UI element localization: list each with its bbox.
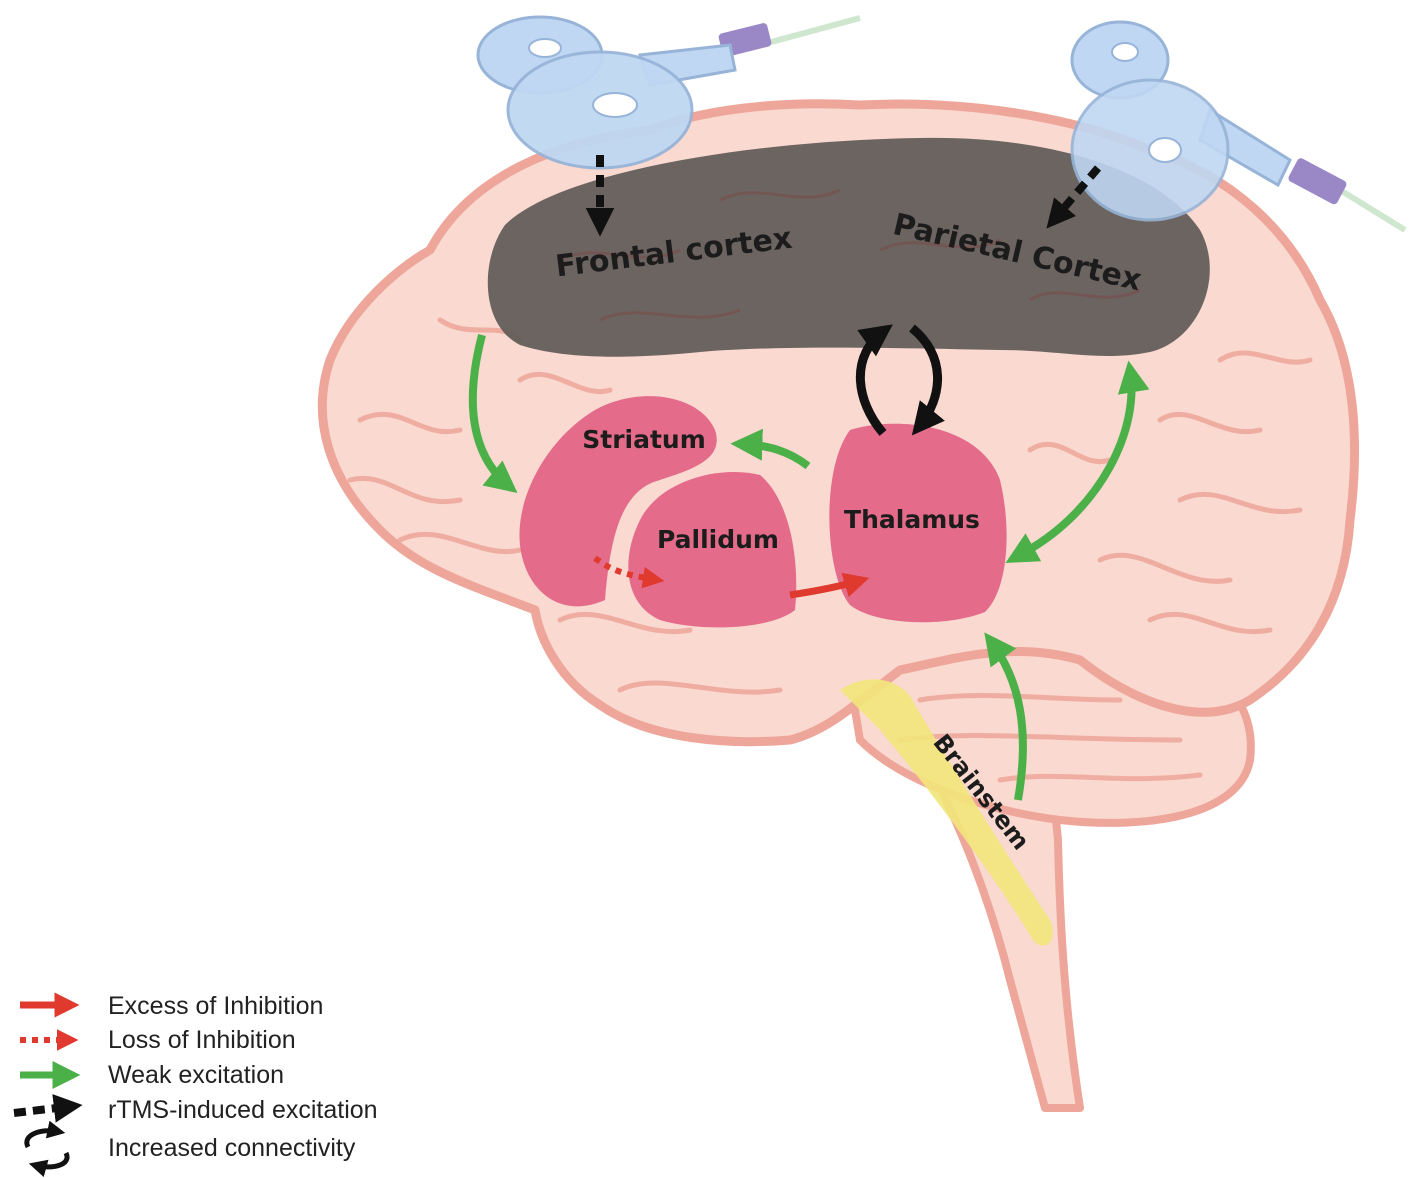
rtms-arrow-parietal [1046,165,1102,229]
inhibition-excess-arrow-pallidum-thalamus [789,572,870,599]
legend-item-loss-inhibition: Loss of Inhibition [20,1026,296,1054]
tms-coil-icon [1070,20,1407,233]
legend-item-rtms-excitation: rTMS-induced excitation [13,1094,378,1124]
thalamus-shape [829,423,1007,623]
striatum-shape [519,396,717,607]
legend-label: rTMS-induced excitation [108,1096,378,1124]
pallidum-shape [628,472,797,628]
legend-item-excess-inhibition: Excess of Inhibition [20,992,323,1020]
legend-item-increased-connectivity: Increased connectivity [24,1120,356,1178]
label-pallidum: Pallidum [657,525,779,554]
label-thalamus: Thalamus [844,505,980,534]
label-striatum: Striatum [582,425,706,454]
legend-label: Increased connectivity [108,1134,356,1162]
legend-item-weak-excitation: Weak excitation [20,1061,284,1089]
brainstem-shape [840,679,1053,946]
legend-cycle-arrows-icon [24,1120,70,1178]
excitation-arrow-brainstem-thalamus [984,632,1027,801]
connectivity-arrow-up [855,324,893,436]
excitation-arrow-thalamus-striatum [730,428,811,470]
legend-label: Loss of Inhibition [108,1026,296,1054]
cortex-band [487,137,1210,357]
legend-black-dashed-arrow-icon [13,1094,83,1123]
tms-coil-icon [476,15,861,170]
legend-label: Weak excitation [108,1061,284,1089]
legend: Excess of Inhibition Loss of Inhibition … [13,992,378,1178]
excitation-arrow-thalamus-parietal [1005,360,1150,563]
cortex-gyri [559,188,1141,322]
legend-label: Excess of Inhibition [108,992,323,1020]
inhibition-loss-arrow-striatum-pallidum [593,555,665,589]
connectivity-arrow-down [909,324,945,436]
excitation-arrow-cortex-striatum [468,333,518,494]
